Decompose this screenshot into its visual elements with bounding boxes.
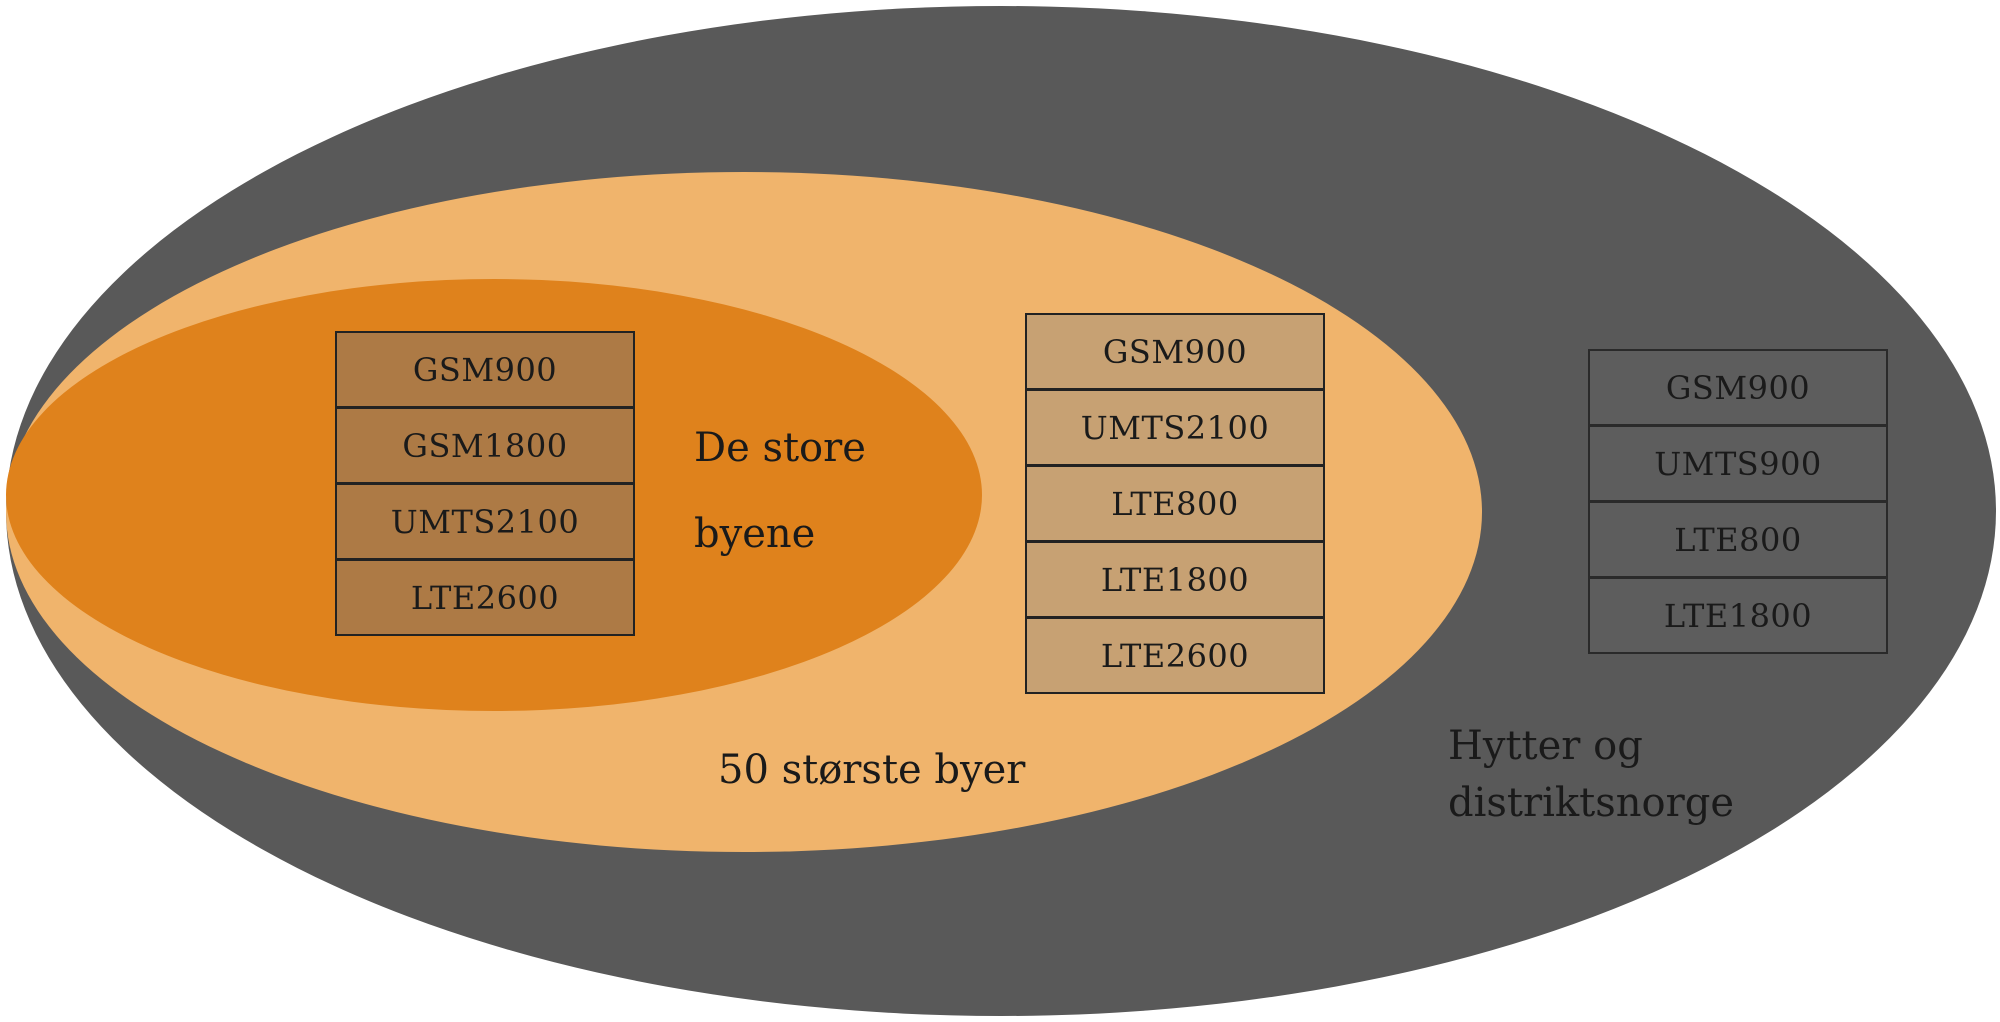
inner-band-stack: GSM900 GSM1800 UMTS2100 LTE2600 (335, 331, 635, 636)
band-cell: UMTS900 (1588, 425, 1888, 502)
inner-zone-label-line: byene (694, 511, 816, 557)
outer-zone-label-line: Hytter og (1448, 723, 1643, 769)
band-cell: LTE2600 (335, 559, 635, 636)
outer-zone-label: Hytter og distriktsnorge (1448, 718, 1734, 832)
middle-band-stack: GSM900 UMTS2100 LTE800 LTE1800 LTE2600 (1025, 313, 1325, 694)
band-cell: LTE800 (1588, 501, 1888, 578)
inner-zone-label: De store byene (694, 405, 894, 577)
band-cell: GSM900 (1588, 349, 1888, 426)
band-cell: GSM900 (1025, 313, 1325, 390)
band-cell: LTE2600 (1025, 617, 1325, 694)
outer-zone-label-line: distriktsnorge (1448, 780, 1734, 826)
band-cell: UMTS2100 (1025, 389, 1325, 466)
band-cell: GSM900 (335, 331, 635, 408)
inner-zone-label-line: De store (694, 425, 866, 471)
middle-zone-label: 50 største byer (718, 747, 1026, 793)
outer-band-stack: GSM900 UMTS900 LTE800 LTE1800 (1588, 349, 1888, 654)
band-cell: LTE1800 (1588, 577, 1888, 654)
band-cell: GSM1800 (335, 407, 635, 484)
band-cell: UMTS2100 (335, 483, 635, 560)
band-cell: LTE800 (1025, 465, 1325, 542)
band-cell: LTE1800 (1025, 541, 1325, 618)
